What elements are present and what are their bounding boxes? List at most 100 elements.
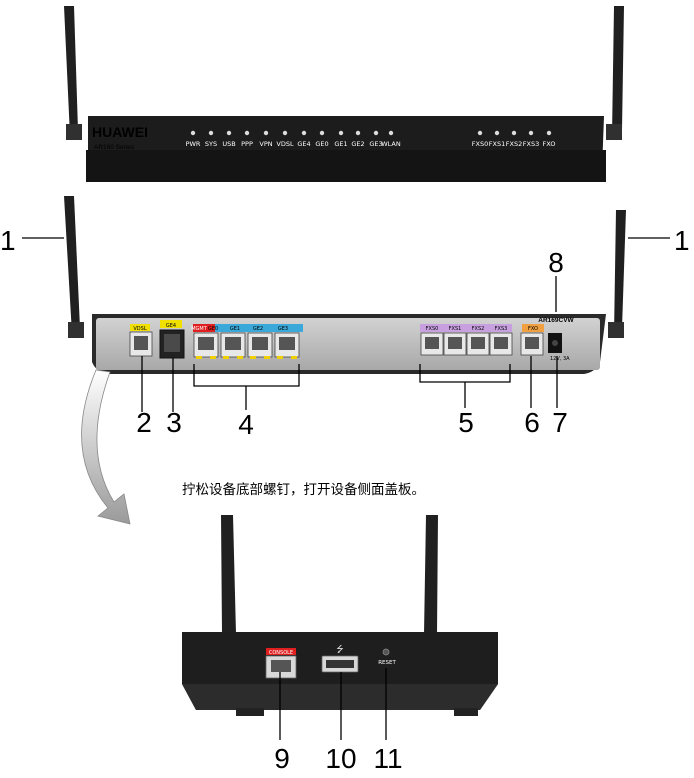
led-fxs1 — [494, 130, 500, 136]
led-ge0 — [319, 130, 325, 136]
led-label-vpn: VPN — [259, 140, 272, 148]
callout-11: 11 — [373, 743, 402, 774]
led-label-fxs2: FXS2 — [506, 140, 522, 148]
model-label: AR169CVW — [538, 317, 574, 324]
open-cover-arrow — [81, 369, 131, 525]
fxs-label-fxs0: FXS0 — [426, 326, 439, 332]
callout-1-left: 1 — [0, 225, 16, 256]
led-wlan — [388, 130, 394, 136]
svg-text:RESET: RESET — [378, 660, 396, 666]
led-label-ge0: GE0 — [315, 140, 328, 148]
led-label-ge1: GE1 — [334, 140, 347, 148]
led-label-fxs0: FXS0 — [472, 140, 488, 148]
lan-label-ge2: GE2 — [253, 326, 263, 332]
lan-port-led — [250, 356, 256, 359]
led-label-wlan: WLAN — [381, 140, 401, 148]
lan-label-ge1: GE1 — [230, 326, 240, 332]
led-ge1 — [338, 130, 344, 136]
lan-label-ge3: GE3 — [278, 326, 288, 332]
led-ppp — [244, 130, 250, 136]
fxs-port-socket — [448, 337, 462, 349]
led-vpn — [263, 130, 269, 136]
callout-10: 10 — [325, 743, 356, 774]
svg-text:CONSOLE: CONSOLE — [269, 650, 293, 656]
led-ge4 — [301, 130, 307, 136]
lan-port-led — [264, 356, 270, 359]
fxs-port-group: FXS0 FXS1 FXS2 FXS3 — [420, 324, 513, 356]
lan-label-mgmt: MGMT — [191, 326, 208, 332]
callout-7: 7 — [552, 407, 568, 438]
callout-4: 4 — [238, 409, 254, 440]
led-vdsl — [282, 130, 288, 136]
callout-3: 3 — [166, 407, 182, 438]
ge4-sfp-port: GE4 — [159, 320, 185, 359]
callout-2: 2 — [136, 407, 152, 438]
fxo-port: FXO — [520, 324, 544, 356]
led-fxs2 — [511, 130, 517, 136]
front-antenna-left — [64, 6, 82, 140]
led-sys — [208, 130, 214, 136]
lan-port-socket — [198, 337, 214, 350]
side-view: CONSOLE ⭍ RESET — [182, 515, 498, 740]
usb-icon: ⭍ — [336, 644, 344, 655]
led-ge2 — [355, 130, 361, 136]
svg-text:12V, 3A: 12V, 3A — [550, 356, 570, 362]
lan-port-led — [223, 356, 229, 359]
rear-antenna-left — [64, 196, 84, 338]
fxs-label-fxs1: FXS1 — [449, 326, 462, 332]
callout-numbers: 1 1 8 2 3 4 5 6 7 9 10 11 — [0, 225, 690, 774]
led-fxs0 — [477, 130, 483, 136]
led-label-ge3: GE3 — [369, 140, 382, 148]
brand-logo: HUAWEI — [92, 124, 148, 140]
front-antenna-right — [606, 6, 624, 140]
lan-label-ge0: GE0 — [208, 326, 218, 332]
callout-5: 5 — [458, 407, 474, 438]
callout-6: 6 — [524, 407, 540, 438]
fxs-port-socket — [494, 337, 508, 349]
svg-text:GE4: GE4 — [166, 323, 176, 329]
fxs-label-fxs3: FXS3 — [495, 326, 508, 332]
led-ge3 — [373, 130, 379, 136]
svg-text:VDSL: VDSL — [133, 326, 146, 332]
led-label-ge4: GE4 — [297, 140, 310, 148]
power-jack: 12V, 3A — [548, 333, 570, 362]
callout-1-right: 1 — [674, 225, 690, 256]
side-antenna-right — [424, 515, 438, 634]
side-antenna-left — [221, 515, 236, 634]
lan-port-led — [196, 356, 202, 359]
lan-port-led — [291, 356, 297, 359]
callout-9: 9 — [274, 743, 290, 774]
svg-text:FXO: FXO — [528, 326, 538, 332]
led-label-fxo: FXO — [543, 140, 556, 148]
rear-antenna-right — [608, 210, 626, 338]
led-pwr — [190, 130, 196, 136]
led-label-vdsl: VDSL — [276, 140, 294, 148]
fxs-port-socket — [471, 337, 485, 349]
led-label-fxs1: FXS1 — [489, 140, 505, 148]
led-fxs3 — [528, 130, 534, 136]
fxs-port-socket — [425, 337, 439, 349]
lan-port-led — [210, 356, 216, 359]
lan-port-socket — [252, 337, 268, 350]
vdsl-port: VDSL — [129, 324, 153, 357]
callout-8: 8 — [548, 247, 564, 278]
fxs-label-fxs2: FXS2 — [472, 326, 485, 332]
series-label: AR160 Series — [94, 144, 135, 151]
lan-port-socket — [225, 337, 241, 350]
lan-port-led — [277, 356, 283, 359]
side-leader-lines — [279, 668, 387, 740]
led-label-ppp: PPP — [241, 140, 253, 148]
led-label-ge2: GE2 — [351, 140, 364, 148]
lan-port-socket — [279, 337, 295, 350]
instruction-text: 拧松设备底部螺钉，打开设备侧面盖板。 — [182, 481, 425, 497]
console-port: CONSOLE — [265, 648, 297, 679]
led-label-usb: USB — [222, 140, 235, 148]
usb-port: ⭍ — [321, 644, 359, 673]
callout-leader-lines — [141, 276, 558, 412]
reset-button: RESET — [378, 648, 396, 666]
led-label-fxs3: FXS3 — [523, 140, 539, 148]
led-label-pwr: PWR — [186, 140, 201, 148]
